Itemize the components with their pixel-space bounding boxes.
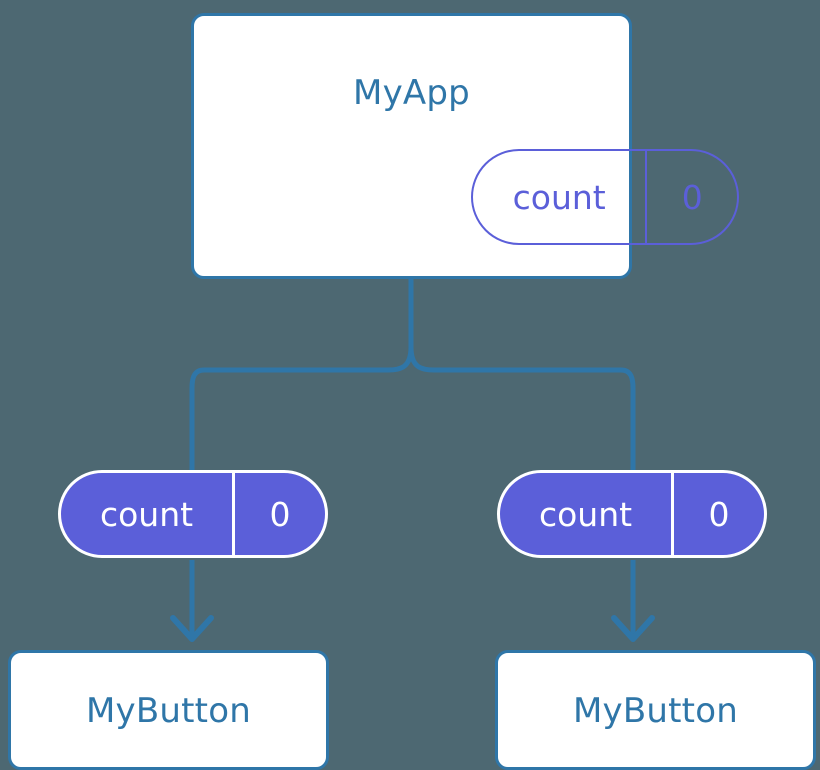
component-title-mybutton-left: MyButton [86,691,251,731]
state-pill-child-left-value: 0 [232,473,325,555]
connector-branch-left [189,346,414,470]
state-pill-root-key: count [512,177,606,217]
state-pill-root-value: 0 [645,151,737,243]
connector-branch-right [408,346,636,470]
state-pill-child-left[interactable]: count 0 [58,470,328,558]
component-title-mybutton-right: MyButton [573,691,738,731]
state-pill-child-right-value: 0 [671,473,764,555]
state-pill-child-left-key: count [99,494,194,534]
arrow-head-right [611,615,655,642]
component-card-mybutton-left[interactable]: MyButton [8,650,329,770]
component-card-mybutton-right[interactable]: MyButton [495,650,816,770]
state-pill-root[interactable]: count 0 [471,149,739,245]
component-title-myapp: MyApp [353,73,470,113]
arrow-head-left [170,615,214,642]
state-pill-child-right-key: count [538,494,633,534]
state-pill-child-right[interactable]: count 0 [497,470,767,558]
component-card-myapp[interactable]: MyApp count 0 [191,13,739,279]
